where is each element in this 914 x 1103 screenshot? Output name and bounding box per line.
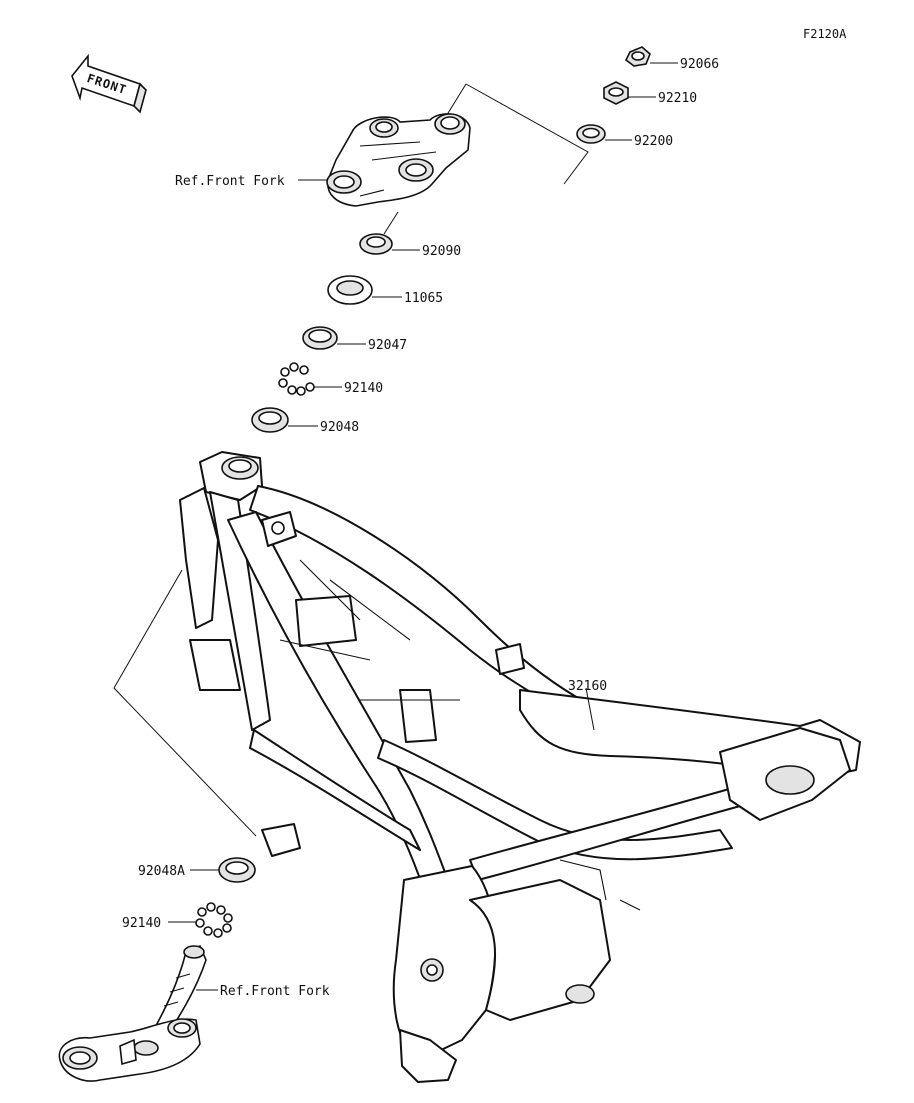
part-label-92047: 92047 [368,338,407,353]
part-92066-nut[interactable] [624,46,651,67]
part-label-92066: 92066 [680,57,719,72]
upper-triple-clamp[interactable] [326,113,471,207]
part-label-92090: 92090 [422,244,461,259]
front-arrow-icon: FRONT [71,53,147,114]
part-label-92210: 92210 [658,91,697,106]
part-label-92048A: 92048A [138,864,185,879]
part-label-92048: 92048 [320,420,359,435]
ref-front-fork-lower: Ref.Front Fork [220,984,330,999]
part-92140-balls-lower[interactable] [195,902,233,938]
part-label-32160: 32160 [568,679,607,694]
part-92090-collar[interactable] [359,233,393,255]
part-92047-bearing[interactable] [302,326,338,350]
part-92140-balls-upper[interactable] [278,362,315,396]
diagram-code: F2120A [803,27,847,41]
ref-front-fork-upper: Ref.Front Fork [175,174,285,189]
part-92200-washer[interactable] [576,124,606,144]
part-92210-nut[interactable] [603,81,629,105]
frame-32160[interactable] [179,451,861,1083]
part-label-92140-lower: 92140 [122,916,161,931]
part-92048A-race[interactable] [218,857,256,883]
part-label-92140-upper: 92140 [344,381,383,396]
part-label-92200: 92200 [634,134,673,149]
part-92048-race[interactable] [251,407,289,433]
part-11065-cap[interactable] [327,275,373,305]
part-label-11065: 11065 [404,291,443,306]
steering-stem-lower-bracket[interactable] [58,944,207,1082]
